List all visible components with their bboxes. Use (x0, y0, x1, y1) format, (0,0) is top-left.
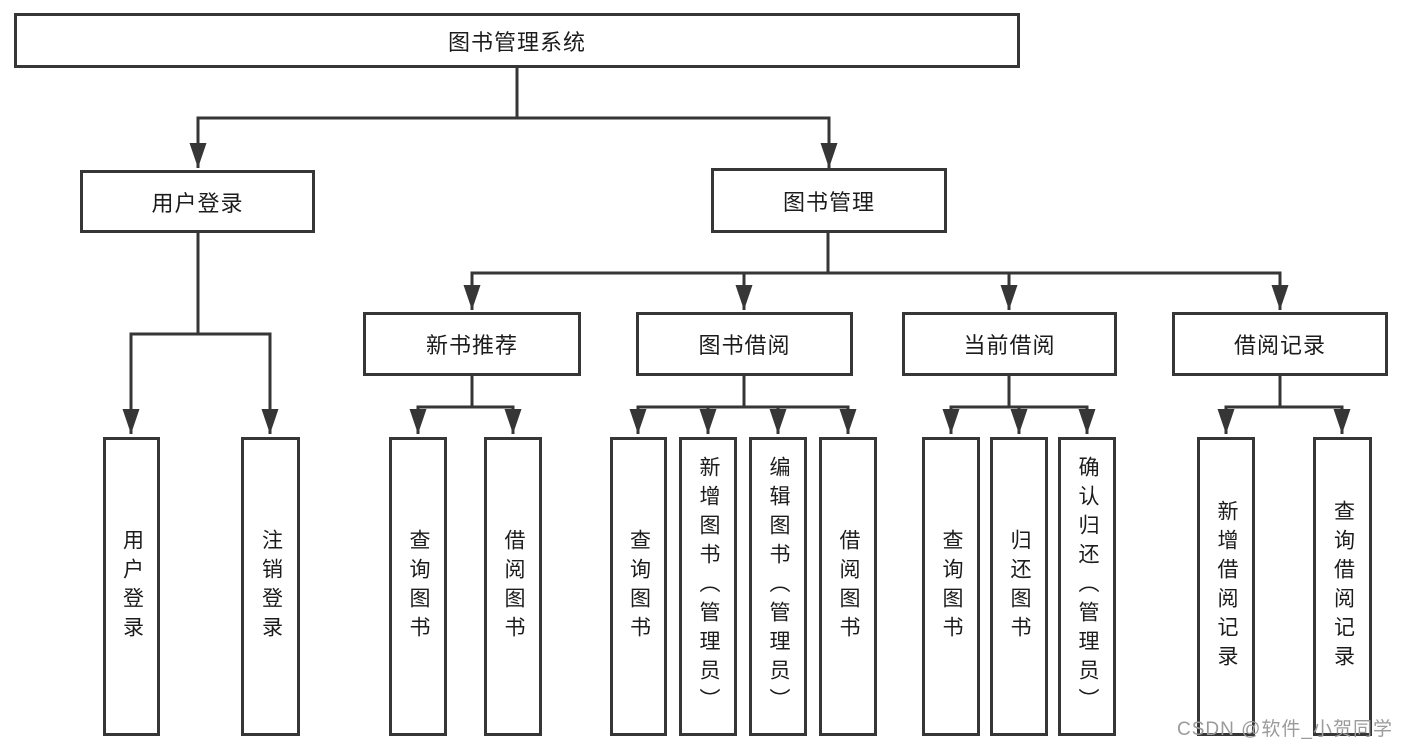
leaf-user-login: 用户登录 (103, 437, 160, 736)
node-new-book-recommend: 新书推荐 (363, 312, 581, 376)
leaf-query-borrow-record: 查询借阅记录 (1313, 437, 1372, 736)
leaf-confirm-return-admin: 确认归还（管理员） (1058, 437, 1116, 736)
node-book-management: 图书管理 (711, 168, 947, 233)
connectors (122, 68, 1351, 434)
leaf-return-book: 归还图书 (990, 437, 1048, 736)
leaf-borrow-books-recommend: 借阅图书 (484, 437, 542, 736)
node-root: 图书管理系统 (14, 13, 1020, 68)
leaf-add-borrow-record: 新增借阅记录 (1197, 437, 1255, 736)
watermark: CSDN @软件_小贺同学 (1177, 719, 1393, 740)
leaf-logout: 注销登录 (241, 437, 300, 736)
node-borrow-records: 借阅记录 (1172, 312, 1388, 376)
leaf-query-books-borrow: 查询图书 (610, 437, 667, 736)
leaf-query-books-recommend: 查询图书 (389, 437, 447, 736)
leaf-add-book-admin: 新增图书（管理员） (679, 437, 737, 736)
leaf-query-books-current: 查询图书 (922, 437, 980, 736)
leaf-borrow-books: 借阅图书 (819, 437, 877, 736)
leaf-edit-book-admin: 编辑图书（管理员） (749, 437, 807, 736)
node-current-borrow: 当前借阅 (902, 312, 1117, 376)
node-user-login: 用户登录 (80, 170, 315, 233)
node-book-borrow: 图书借阅 (636, 312, 853, 376)
